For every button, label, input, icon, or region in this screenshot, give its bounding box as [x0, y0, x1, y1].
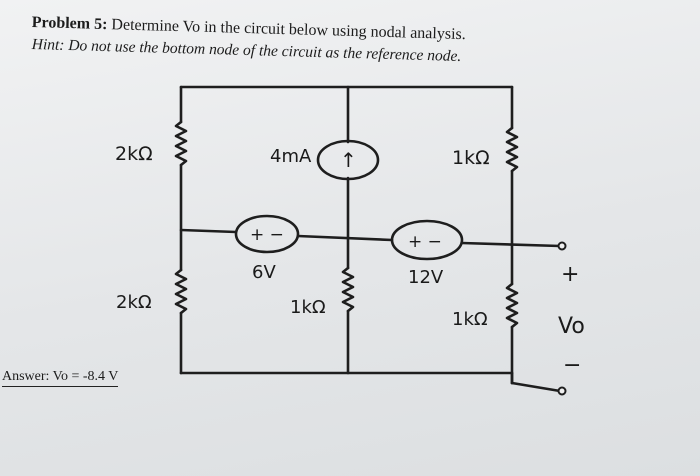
wire-bottom-output — [510, 381, 562, 393]
source-6v-label: 6V — [252, 262, 276, 283]
resistor-label-top-right: 1kΩ — [452, 147, 490, 169]
resistor-label-top-left: 2kΩ — [115, 143, 153, 165]
resistor-label-bottom-middle: 1kΩ — [290, 297, 326, 318]
answer-text: Answer: Vo = -8.4 V — [2, 369, 119, 387]
resistor-zigzag-bottom-middle — [341, 266, 355, 313]
resistor-zigzag-bottom-right — [505, 282, 519, 329]
resistor-zigzag-bottom-left — [174, 268, 188, 315]
output-terminal-bottom — [557, 386, 567, 396]
resistor-zigzag-top-right — [505, 126, 519, 173]
source-6v-polarity: + − — [250, 225, 284, 245]
resistor-zigzag-top-left — [174, 120, 188, 167]
voltage-source-12v — [390, 219, 464, 261]
resistor-label-bottom-left: 2kΩ — [116, 292, 152, 313]
output-plus-sign: + — [561, 262, 579, 287]
output-terminal-top — [557, 241, 567, 251]
current-source — [316, 139, 380, 181]
current-arrow-icon: ↑ — [340, 148, 357, 172]
source-12v-polarity: + − — [408, 232, 442, 252]
voltage-source-6v — [234, 214, 300, 254]
output-minus-sign: − — [563, 353, 581, 378]
output-label-vo: Vo — [558, 314, 585, 339]
wire-mid-left — [179, 228, 238, 234]
source-12v-label: 12V — [408, 267, 444, 288]
current-source-label: 4mA — [270, 146, 312, 167]
wire-between-sources — [296, 234, 394, 242]
wire-to-output — [460, 241, 562, 248]
resistor-label-bottom-right: 1kΩ — [452, 309, 488, 330]
